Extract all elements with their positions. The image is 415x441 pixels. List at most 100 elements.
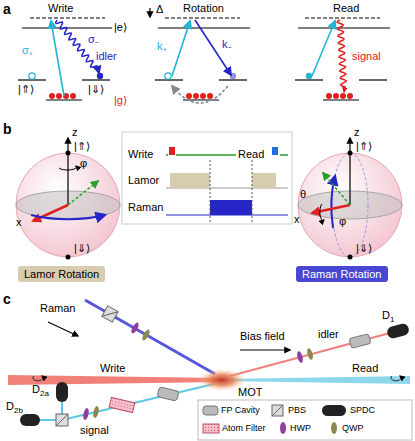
atom-population [29, 73, 35, 79]
panel-letter: a [3, 1, 11, 17]
timing-diagram [170, 173, 210, 188]
timing-diagram [272, 147, 278, 155]
energy-levels [298, 27, 390, 28]
figure-label: Bias field [240, 330, 285, 343]
optics [102, 306, 118, 322]
photon-waves [56, 20, 347, 92]
atom-population [347, 93, 353, 99]
bloch-sphere-left [67, 138, 68, 205]
figure-label: Write [128, 148, 153, 161]
figure-label: Read [352, 362, 378, 375]
optics [92, 406, 100, 419]
figure-label: z [72, 126, 78, 139]
energy-levels [165, 17, 240, 18]
bloch-sphere-right [298, 138, 402, 260]
timing-diagram [176, 154, 236, 156]
energy-levels [30, 17, 105, 18]
atom-population [165, 73, 171, 79]
figure-label: MOT [238, 386, 262, 399]
legend-icons [272, 405, 283, 416]
legend-text: Atom Filter [222, 423, 266, 434]
laser-beams [62, 384, 214, 420]
bloch-sphere-left [31, 215, 105, 219]
optics [386, 322, 410, 339]
bloch-sphere-left [66, 151, 71, 156]
legend-icons [198, 400, 412, 440]
energy-levels [219, 79, 247, 80]
legend-text: PBS [288, 405, 306, 416]
timing-diagram [252, 160, 253, 222]
atom-population [29, 73, 353, 99]
atom-population [207, 93, 213, 99]
energy-levels [18, 8, 390, 100]
figure-label: |⇓⟩ [74, 242, 90, 255]
legend-text: HWP [290, 423, 311, 434]
laser-beams [240, 349, 290, 350]
figure-label: z [354, 126, 360, 139]
legend-icons [322, 405, 346, 416]
figure-label: Rotation [183, 2, 224, 15]
atom-population [200, 93, 206, 99]
legend-icons [331, 422, 337, 434]
energy-levels [305, 17, 380, 18]
atom-population [70, 93, 76, 99]
legend-text: FP Cavity [221, 405, 260, 416]
panel-letter: b [3, 121, 12, 137]
optics [386, 322, 410, 339]
figure-label: |⇓⟩ [356, 242, 372, 255]
figure-label: k₋ [222, 38, 232, 51]
optics [109, 397, 135, 412]
figure-label: k₊ [157, 40, 167, 53]
laser-transitions [51, 21, 64, 96]
timing-diagram [122, 132, 292, 224]
detector-label: D2b [6, 400, 23, 417]
energy-levels [323, 99, 359, 100]
optics [56, 414, 68, 426]
energy-levels [149, 8, 150, 17]
figure-label: signal [352, 50, 381, 63]
laser-beams [8, 375, 222, 385]
laser-transitions [312, 21, 335, 76]
laser-transitions [172, 86, 228, 103]
optics [20, 414, 40, 426]
legend-icons [198, 400, 412, 440]
optics [109, 397, 135, 412]
bloch-sphere-right [323, 173, 350, 205]
figure-label: Δ [156, 3, 163, 16]
optics [157, 387, 179, 401]
figure-label: signal [80, 424, 109, 437]
detector-label: D1 [382, 309, 394, 326]
laser-transitions [172, 21, 190, 76]
laser-beams [40, 419, 56, 421]
timing-diagram [122, 132, 292, 224]
atom-population [56, 93, 62, 99]
legend-icons [272, 405, 283, 416]
energy-levels [82, 79, 110, 80]
bloch-sphere-left [68, 181, 98, 205]
figure-label: Write [100, 362, 125, 375]
optics [296, 351, 304, 364]
figure-label: σ₋ [88, 33, 99, 46]
atom-population [306, 73, 312, 79]
figure-label: |⇑⟩ [74, 140, 90, 153]
figure-label: idler [318, 328, 339, 341]
legend-icons [203, 406, 218, 415]
optics [141, 329, 151, 342]
node-text: D2a [32, 383, 49, 395]
atom-population [326, 93, 332, 99]
figure-label: θ [300, 188, 306, 201]
optics [56, 414, 68, 426]
optics [130, 322, 140, 335]
optics [33, 376, 43, 381]
bloch-sphere-left [16, 138, 120, 260]
timing-diagram [210, 160, 211, 222]
figure-label: x [16, 216, 22, 229]
laser-beams [61, 402, 63, 414]
timing-diagram [210, 200, 252, 215]
figure-label: idler [96, 50, 117, 63]
figure-label: |e⟩ [114, 21, 127, 34]
optics [82, 408, 90, 421]
bloch-sphere-left [66, 255, 71, 260]
legend-text: SPDC [350, 405, 375, 416]
bloch-sphere-right [349, 138, 350, 205]
